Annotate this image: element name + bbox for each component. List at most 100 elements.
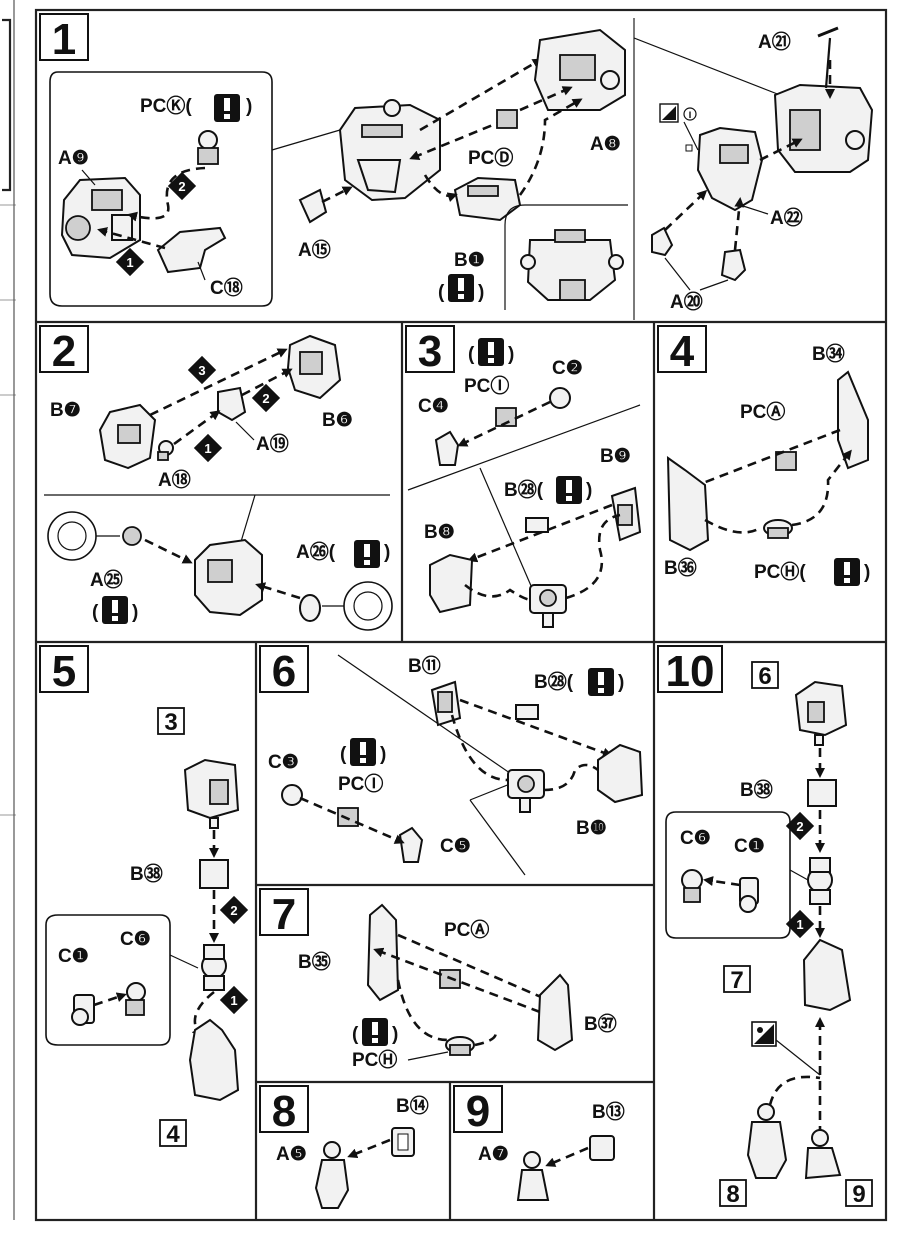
caution-icon bbox=[834, 558, 860, 586]
label-b28: B㉘( bbox=[534, 670, 574, 693]
step-4-panel: 4 B㉞ PCⒶ B㊱ PCⒽ( ) bbox=[657, 325, 870, 586]
seq-1: 1 bbox=[126, 255, 133, 270]
step-7-panel: 7 B㉟ PCⒶ B㊲ ( ) PCⒽ bbox=[259, 888, 617, 1071]
label-b28-close: ) bbox=[586, 480, 592, 501]
label-b10: B❿ bbox=[576, 818, 607, 839]
label-a25: A㉕ bbox=[90, 568, 123, 591]
part-a22 bbox=[696, 126, 764, 212]
sticker-icon bbox=[751, 1021, 777, 1047]
seq-1: 1 bbox=[230, 993, 237, 1008]
caution-icon bbox=[448, 274, 474, 302]
label-pch: PCⒽ bbox=[352, 1048, 397, 1071]
seq-3: 3 bbox=[198, 363, 205, 378]
step-9-panel: 9 B⑬ A❼ bbox=[453, 1085, 625, 1201]
detail-circle-right bbox=[343, 581, 393, 631]
label-b38: B㊳ bbox=[130, 862, 163, 885]
pilot-figure-8 bbox=[746, 1103, 788, 1179]
label-c6: C❻ bbox=[680, 828, 711, 849]
caution-icon bbox=[556, 476, 582, 504]
label-a18: A⑱ bbox=[158, 468, 191, 491]
label-a5: A❺ bbox=[276, 1144, 307, 1165]
cut-mark-indicator: I bbox=[659, 103, 699, 152]
part-b37 bbox=[536, 973, 574, 1052]
part-a25 bbox=[122, 526, 142, 546]
seq-2: 2 bbox=[262, 391, 269, 406]
waist-assembly bbox=[338, 99, 441, 202]
label-b14: B⑭ bbox=[396, 1094, 429, 1117]
part-b10 bbox=[597, 743, 644, 804]
label-pch: PCⒽ( bbox=[754, 560, 806, 583]
part-b6 bbox=[286, 334, 342, 400]
label-c1: C❶ bbox=[58, 946, 89, 967]
part-b9 bbox=[610, 486, 642, 542]
polycap-a bbox=[775, 451, 797, 471]
label-a15: A⑮ bbox=[298, 238, 331, 261]
pilot-figure-9 bbox=[804, 1129, 842, 1180]
step-number: 4 bbox=[670, 327, 695, 376]
label-b34: B㉞ bbox=[812, 342, 845, 365]
part-b13 bbox=[589, 1135, 615, 1161]
part-b14 bbox=[391, 1127, 415, 1157]
step-number: 5 bbox=[52, 647, 76, 696]
pilot-figure-a7 bbox=[516, 1151, 550, 1201]
part-a19 bbox=[217, 386, 247, 422]
label-note-close: ) bbox=[392, 1024, 398, 1045]
joint-assembly bbox=[201, 944, 227, 991]
label-a9: A❾ bbox=[58, 148, 89, 169]
label-note-open: ( bbox=[340, 744, 347, 765]
part-c4 bbox=[434, 430, 460, 466]
label-a26: A㉖( bbox=[296, 540, 336, 563]
label-b6: B❻ bbox=[322, 410, 353, 431]
part-b28 bbox=[515, 704, 539, 720]
label-c18: C⑱ bbox=[210, 276, 243, 299]
label-b1-close: ) bbox=[478, 282, 484, 303]
label-c3: C❸ bbox=[268, 752, 299, 773]
step-6-panel: 6 B⑪ B㉘( ) B❿ C❸ ( ) PCⒾ bbox=[259, 645, 644, 876]
detail-callout bbox=[665, 811, 791, 939]
joint-assembly bbox=[807, 857, 833, 905]
step-number: 3 bbox=[418, 327, 442, 376]
part-c5 bbox=[398, 826, 424, 863]
skirt-assembly bbox=[633, 26, 874, 173]
seq-1: 1 bbox=[204, 441, 211, 456]
label-pch-close: ) bbox=[864, 562, 870, 583]
joint-part bbox=[529, 584, 567, 628]
label-b37: B㊲ bbox=[584, 1012, 617, 1035]
label-a21: A㉑ bbox=[758, 30, 791, 53]
label-a25-close: ) bbox=[132, 602, 138, 623]
step-number: 1 bbox=[52, 15, 76, 64]
caution-icon bbox=[478, 338, 504, 366]
subassembly-6 bbox=[794, 680, 848, 746]
caution-icon bbox=[588, 668, 614, 696]
label-b9: B❾ bbox=[600, 446, 631, 467]
part-b36 bbox=[666, 456, 710, 552]
label-pci: PCⒾ bbox=[338, 772, 383, 795]
mark-i: I bbox=[689, 110, 692, 120]
subassembly-7 bbox=[802, 938, 852, 1012]
label-note-close: ) bbox=[508, 344, 514, 365]
previous-page-edge bbox=[0, 0, 16, 1233]
part-c3 bbox=[281, 784, 303, 806]
polycap-h bbox=[445, 1036, 475, 1056]
step-number: 2 bbox=[52, 327, 76, 376]
step-number: 9 bbox=[466, 1087, 490, 1136]
label-pca: PCⒶ bbox=[444, 918, 489, 941]
label-a25-open: ( bbox=[92, 602, 99, 623]
part-a26 bbox=[299, 594, 321, 622]
polycap-i bbox=[337, 807, 359, 827]
part-c18 bbox=[156, 226, 227, 274]
seq-2: 2 bbox=[230, 903, 237, 918]
label-note-open: ( bbox=[468, 344, 475, 365]
part-b28 bbox=[525, 517, 549, 533]
step-10-panel: 10 6 B㊳ 2 C❻ C❶ bbox=[657, 645, 873, 1208]
seq-1: 1 bbox=[796, 917, 803, 932]
label-c1: C❶ bbox=[734, 836, 765, 857]
parts-a20 bbox=[651, 226, 747, 282]
panel-grid bbox=[34, 8, 888, 1222]
hip-part-a9 bbox=[60, 176, 141, 260]
part-a8 bbox=[533, 28, 626, 111]
label-b28-close: ) bbox=[618, 672, 624, 693]
part-a18 bbox=[157, 440, 174, 461]
part-b34 bbox=[837, 370, 869, 470]
